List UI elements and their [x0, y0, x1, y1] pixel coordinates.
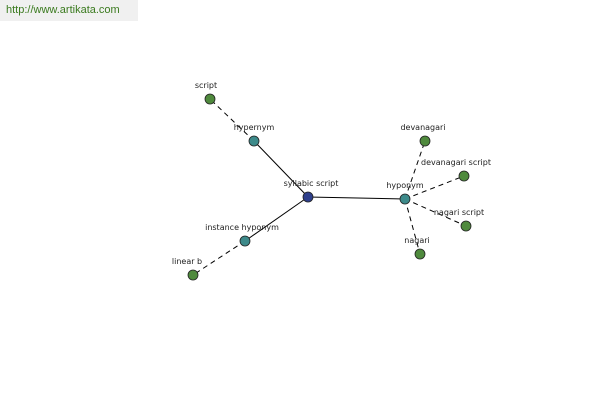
node-devanagari[interactable]	[419, 135, 431, 147]
label-script[interactable]: script	[195, 81, 217, 90]
node-hyponym[interactable]	[399, 193, 411, 205]
node-script[interactable]	[204, 93, 216, 105]
edge-center-instance	[244, 196, 309, 242]
edge-hyponym-nagari-script	[404, 198, 467, 227]
node-instance[interactable]	[239, 235, 251, 247]
label-nagari-script[interactable]: nagari script	[434, 208, 484, 217]
edge-hypernym-script	[209, 98, 255, 142]
label-nagari[interactable]: nagari	[404, 236, 429, 245]
node-hypernym[interactable]	[248, 135, 260, 147]
edge-center-hypernym	[253, 140, 309, 198]
edge-hyponym-nagari	[404, 198, 421, 255]
node-linear-b[interactable]	[187, 269, 199, 281]
label-hypernym[interactable]: hypernym	[234, 123, 275, 132]
node-center[interactable]	[302, 191, 314, 203]
edge-instance-linear-b	[192, 240, 246, 276]
node-nagari-script[interactable]	[460, 220, 472, 232]
label-instance[interactable]: instance hyponym	[205, 223, 279, 232]
node-devanagari-script[interactable]	[458, 170, 470, 182]
edge-center-hyponym	[307, 196, 406, 200]
label-devanagari-script[interactable]: devanagari script	[421, 158, 491, 167]
label-linear-b[interactable]: linear b	[172, 257, 202, 266]
edge-hyponym-devanagari	[404, 140, 426, 200]
site-url-link[interactable]: http://www.artikata.com	[6, 4, 120, 16]
node-nagari[interactable]	[414, 248, 426, 260]
edge-hyponym-devanagari-script	[404, 175, 465, 200]
label-center[interactable]: syllabic script	[284, 179, 339, 188]
url-banner: http://www.artikata.com	[0, 0, 138, 21]
label-devanagari[interactable]: devanagari	[400, 123, 445, 132]
label-hyponym[interactable]: hyponym	[386, 181, 424, 190]
